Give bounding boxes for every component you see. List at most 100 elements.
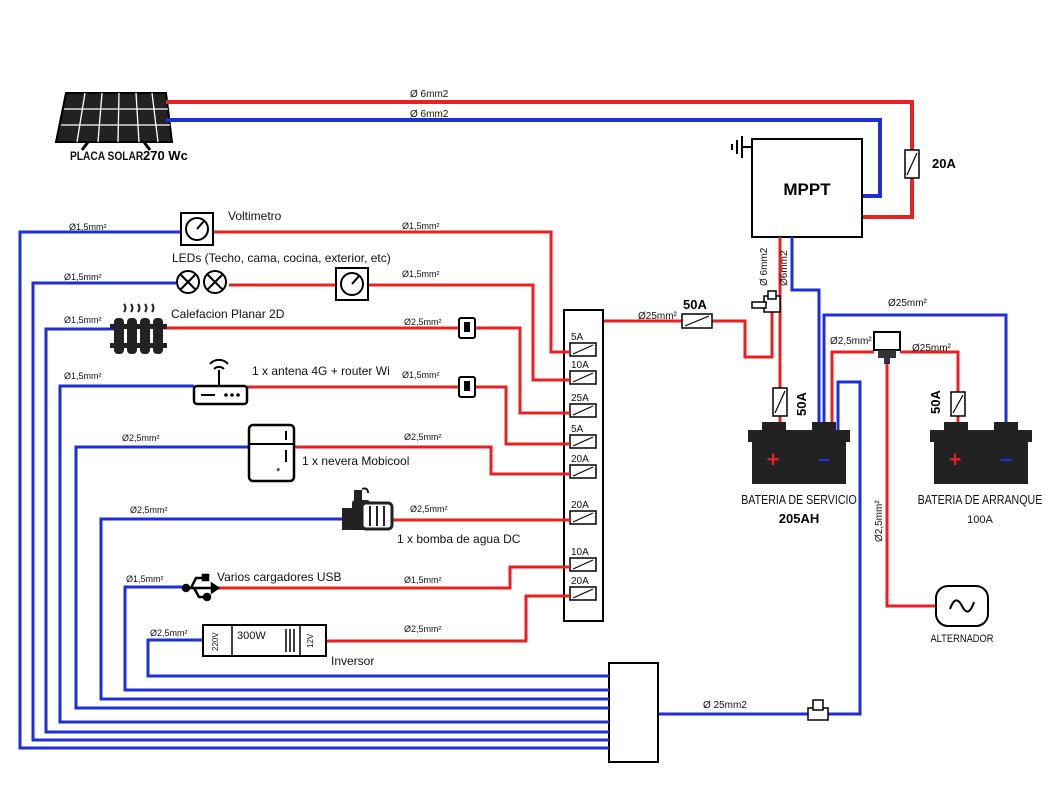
inverter-icon (202, 624, 327, 657)
router-negative-cable (58, 384, 609, 724)
inverter-positive-cable (326, 594, 570, 643)
fuse-slots: 5A 10A 25A 5A 20A 20A 10A 20A (569, 332, 597, 601)
ground-icon (731, 136, 752, 158)
solar-panel-label: PLACA SOLAR (70, 150, 143, 163)
alternator-icon (935, 585, 989, 627)
starter-battery-capacity: 100A (967, 514, 993, 526)
negative-bus-cable-label: Ø 25mm2 (703, 700, 747, 711)
fuse-rating-label: 5A (571, 424, 584, 435)
leds-label: LEDs (Techo, cama, cocina, exterior, etc… (172, 251, 391, 265)
mppt-negative-out-cable (790, 237, 821, 430)
mppt-fuse (904, 149, 920, 179)
fuse-rating-label: 20A (571, 576, 589, 587)
leds-positive-cable-label: Ø1,5mm² (402, 269, 440, 279)
leds-negative-cable-label: Ø1,5mm² (64, 272, 102, 282)
negative-bus-bar (608, 662, 659, 763)
heater-positive-cable-label: Ø2,5mm² (404, 317, 442, 327)
fridge-positive-cable-label: Ø2,5mm² (404, 432, 442, 442)
battery-switch-icon (751, 290, 781, 313)
starter-battery-label: BATERIA DE ARRANQUE (918, 492, 1043, 507)
fuse-slot: 10A (569, 547, 597, 572)
fridge-negative-cable-label: Ø2,5mm² (122, 433, 160, 443)
fridge-label: 1 x nevera Mobicool (302, 454, 409, 468)
fuse-element-line (572, 588, 594, 599)
fridge-icon: * (247, 423, 296, 483)
service-battery-minus: – (818, 446, 830, 471)
fuse-rating-label: 20A (571, 500, 589, 511)
fridge-negative-cable (74, 445, 609, 710)
solar-negative-cable (166, 118, 882, 198)
service-battery (748, 422, 850, 484)
starter-battery-fuse (950, 391, 966, 417)
service-battery-fuse (772, 387, 788, 417)
router-positive-cable-label: Ø1,5mm² (402, 370, 440, 380)
relay-left-cable-label: Ø2,5mm² (830, 336, 872, 347)
heater-negative-cable-label: Ø1,5mm² (64, 315, 102, 325)
voltmeter-label: Voltimetro (228, 209, 282, 223)
fuse-element-line (572, 372, 594, 383)
usb-positive-cable (212, 565, 570, 590)
fuse-slot: 5A (569, 424, 597, 449)
usb-label: Varios cargadores USB (217, 570, 342, 584)
svg-text:*: * (276, 466, 281, 478)
relay-to-starter-cable (900, 350, 960, 392)
main-positive-feed-cable-2 (712, 310, 774, 359)
inverter-positive-cable-label: Ø2,5mm² (404, 624, 442, 634)
fridge-positive-cable (294, 445, 570, 476)
voltmeter-positive-cable (213, 230, 570, 354)
solar-panel (54, 92, 174, 151)
alternator-cable (885, 364, 936, 608)
fuse-rating-label: 10A (571, 360, 589, 371)
pump-negative-cable (99, 517, 609, 701)
relay-right-cable-label: Ø25mm² (912, 343, 952, 354)
fuse-slot: 20A (569, 576, 597, 601)
heater-icon (110, 303, 167, 354)
service-battery-plus: + (767, 447, 780, 472)
router-negative-cable-label: Ø1,5mm² (64, 371, 102, 381)
router-icon (192, 358, 249, 406)
fuse-element-line (572, 466, 594, 477)
voltmeter-positive-cable-label: Ø1,5mm² (402, 221, 440, 231)
inverter-negative-cable (146, 638, 609, 678)
fuse-slot: 5A (569, 332, 597, 357)
solar-negative-cable-label: Ø 6mm2 (410, 109, 449, 120)
dimmer-icon (335, 267, 369, 301)
pump-positive-cable-label: Ø2,5mm² (410, 504, 448, 514)
service-battery-capacity: 205AH (779, 511, 819, 526)
main-feed-fuse (681, 313, 713, 329)
relay-top-cable-label: Ø25mm² (888, 298, 928, 309)
heater-label: Calefacion Planar 2D (171, 307, 285, 321)
fuse-rating-label: 5A (571, 332, 584, 343)
fuse-rating-label: 10A (571, 547, 589, 558)
mppt-fuse-label: 20A (932, 156, 956, 171)
leds-negative-cable (31, 281, 609, 742)
fuse-rating-label: 25A (571, 393, 589, 404)
voltmeter-icon (180, 212, 214, 246)
starter-battery-plus: + (949, 447, 962, 472)
alternator-cable-label: Ø2,5mm² (874, 500, 885, 542)
fuse-element-line (572, 405, 594, 416)
relay-icon (873, 331, 901, 364)
mppt-controller (751, 138, 863, 238)
water-pump-icon (342, 487, 394, 531)
voltmeter-negative-cable (18, 230, 609, 750)
mppt-positive-cable-label: Ø 6mm2 (759, 247, 770, 286)
inverter-power-label: 300W (237, 630, 266, 642)
solar-positive-cable (166, 100, 914, 150)
fuse-element-line (572, 436, 594, 447)
fuse-element-line (572, 344, 594, 355)
fuse-slot: 20A (569, 500, 597, 525)
inverter-negative-cable-label: Ø2,5mm² (150, 628, 188, 638)
solar-power-label: 270 Wc (143, 148, 188, 163)
service-battery-fuse-label: 50A (794, 392, 809, 416)
relay-to-service-cable (830, 350, 874, 430)
negative-switch-icon (807, 699, 829, 721)
heater-positive-cable-b (475, 326, 570, 415)
mppt-label: MPPT (783, 180, 831, 199)
fuse-element-line (572, 512, 594, 523)
heater-switch-icon (458, 317, 476, 339)
fuse-slot: 25A (569, 393, 597, 418)
fuse-rating-label: 20A (571, 454, 589, 465)
heater-negative-cable (44, 327, 609, 734)
